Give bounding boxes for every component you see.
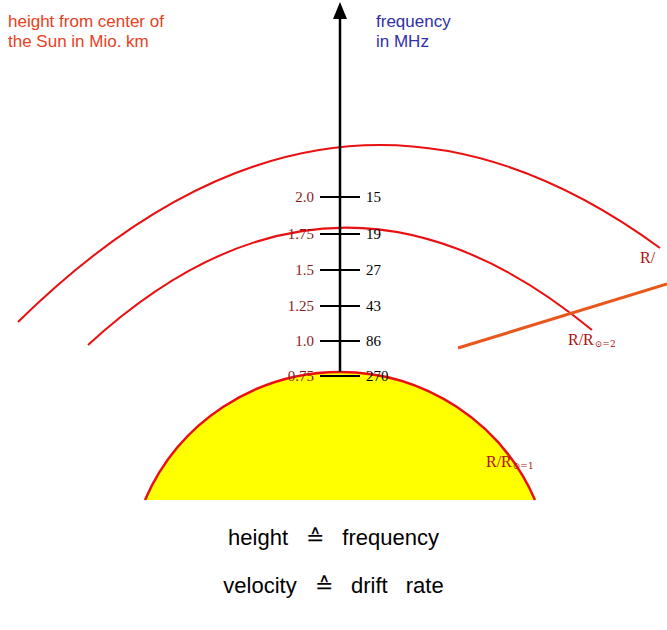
axis-title: frequency in MHz <box>376 12 461 53</box>
frequency-value: 19 <box>366 225 381 243</box>
radius-label: R/ <box>640 248 655 267</box>
axis-title: height from center of the Sun in Mio. km <box>8 12 178 53</box>
tick-marks <box>320 197 360 376</box>
radius-subscript: ⊙=1 <box>513 461 534 472</box>
relation-note: height ≙ frequency <box>0 525 667 551</box>
axis-arrowhead <box>333 2 347 19</box>
sun-disk <box>145 372 535 500</box>
frequency-value: 15 <box>366 188 381 206</box>
height-value: 1.75 <box>288 225 314 243</box>
sun-outline <box>145 372 535 500</box>
radius-label: R/R <box>568 330 594 349</box>
frequency-value: 86 <box>366 332 381 350</box>
radius-subscript: ⊙=2 <box>595 339 616 350</box>
axis-line <box>339 16 342 372</box>
pointer-line <box>458 284 667 348</box>
height-value: 2.0 <box>295 188 314 206</box>
frequency-value: 27 <box>366 261 381 279</box>
height-value: 1.25 <box>288 297 314 315</box>
frequency-value: 270 <box>366 367 389 385</box>
relation-note: velocity ≙ drift rate <box>0 573 667 599</box>
height-value: 1.5 <box>295 261 314 279</box>
height-value: 1.0 <box>295 332 314 350</box>
height-value: 0.75 <box>288 367 314 385</box>
frequency-value: 43 <box>366 297 381 315</box>
radius-label: R/R <box>486 452 512 471</box>
